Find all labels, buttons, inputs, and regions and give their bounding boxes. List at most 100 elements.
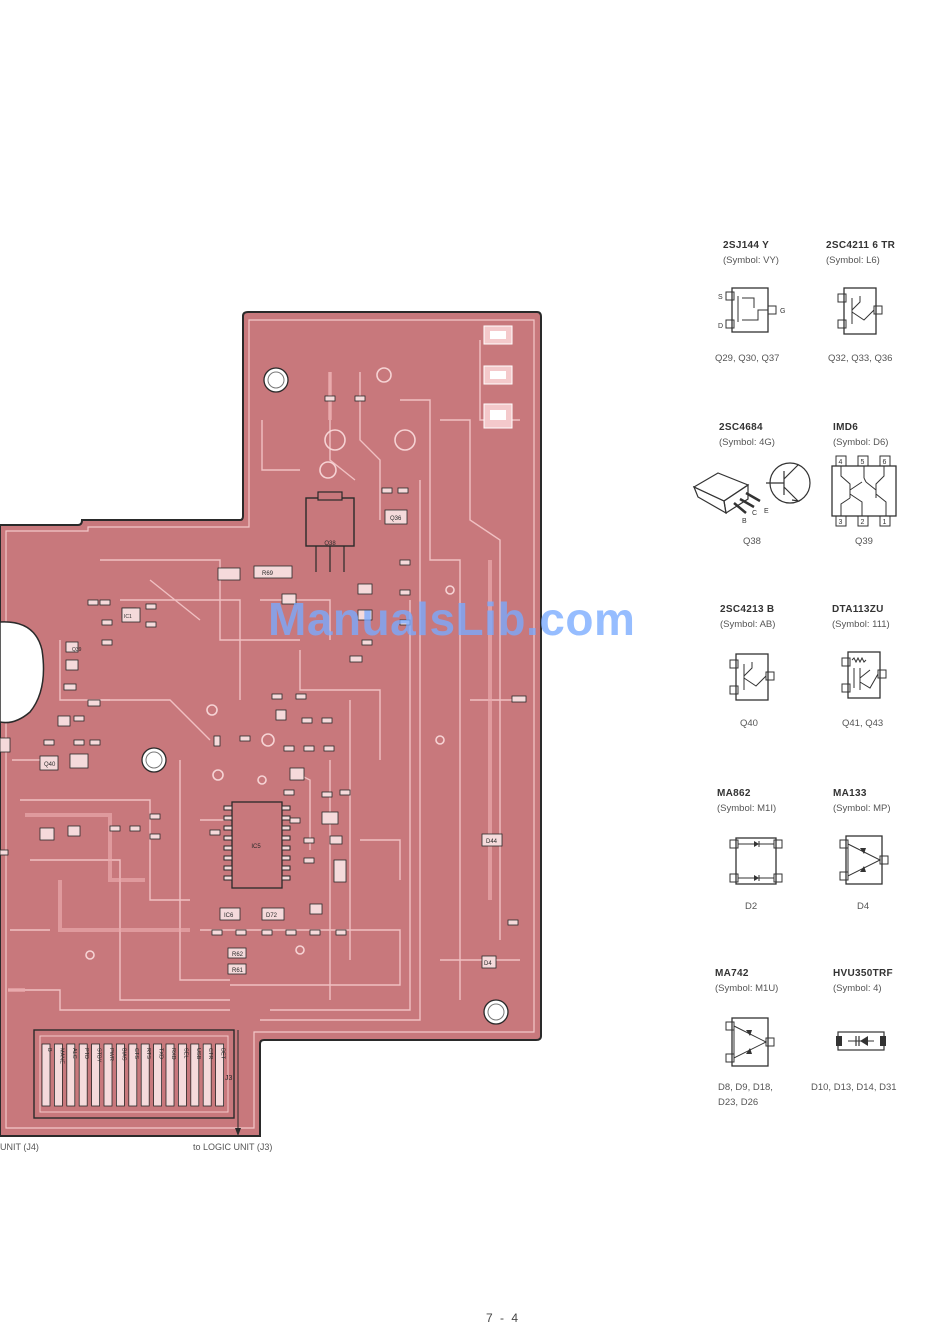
connector-pin-label: CTS	[133, 1048, 139, 1059]
connector-pin	[116, 1043, 125, 1107]
usage-2sc4211: Q32, Q33, Q36	[828, 351, 950, 366]
varactor-package-icon	[836, 1031, 886, 1051]
pin-6: 6	[883, 459, 887, 466]
component-ma133: MA133 (Symbol: MP)	[833, 788, 950, 814]
round-pads	[85, 367, 455, 960]
triangle-diode-package-icon	[725, 1017, 775, 1067]
usage-2sc4684: Q38	[743, 534, 943, 549]
connector-pin-label: STBY	[96, 1048, 102, 1063]
connector-pin	[78, 1043, 88, 1107]
usage-2sj144: Q29, Q30, Q37	[715, 351, 915, 366]
pin-d: D	[718, 323, 723, 330]
label-d44: D44	[486, 839, 498, 845]
label-r69: R69	[262, 571, 274, 577]
connector-pin	[54, 1043, 63, 1107]
pin-2: 2	[861, 519, 865, 526]
smd-parts	[0, 395, 527, 975]
connector-pin-label: BIAS	[120, 1048, 126, 1061]
part-symbol: (Symbol: 4)	[833, 983, 882, 994]
connector-pin-label: PWR	[108, 1048, 114, 1061]
connector-pin-label: MANE	[58, 1048, 64, 1064]
usage-ma862: D2	[745, 899, 945, 914]
connector-pin-label: CTR	[207, 1048, 213, 1059]
label-q36: Q36	[390, 516, 402, 522]
connector-pin	[202, 1043, 212, 1107]
usage-text: Q32, Q33, Q36	[828, 353, 893, 364]
usage-text: Q29, Q30, Q37	[715, 353, 780, 364]
fet-package-icon: S D G	[718, 287, 785, 333]
sot23-package-icon	[837, 287, 883, 335]
connector-pin-label: SEL	[182, 1048, 188, 1058]
label-r62: R62	[232, 952, 244, 958]
connector-pin	[140, 1043, 150, 1107]
pin-c: C	[752, 510, 757, 517]
connector-pin	[190, 1043, 200, 1107]
caption-logic-unit: to LOGIC UNIT (J3)	[193, 1142, 273, 1152]
usage-imd6: Q39	[855, 534, 950, 549]
label-d72: D72	[266, 913, 278, 919]
label-q39: Q39	[72, 647, 82, 653]
pin-s: S	[718, 294, 723, 301]
label-q38: Q38	[324, 541, 336, 547]
usage-text: D8, D9, D18,	[718, 1082, 773, 1093]
pin-4: 4	[839, 459, 843, 466]
ic1-chip: IC1 Q39	[72, 607, 141, 653]
usage-text: D23, D26	[718, 1097, 759, 1108]
label-ic5: IC5	[251, 844, 261, 850]
connector-pin	[215, 1043, 225, 1107]
label-d4: D4	[484, 961, 492, 967]
dual-diode-package-icon	[729, 837, 783, 885]
usage-hvu350trf: D10, D13, D14, D31	[811, 1080, 950, 1095]
connector-pin	[177, 1043, 187, 1107]
component-ma742: MA742 (Symbol: M1U)	[715, 968, 915, 994]
part-symbol: (Symbol: 111)	[832, 619, 890, 630]
component-2sc4211: 2SC4211 6 TR (Symbol: L6)	[826, 240, 950, 266]
usage-text: Q39	[855, 536, 873, 547]
part-symbol: (Symbol: MP)	[833, 803, 891, 814]
label-ic6: IC6	[224, 913, 234, 919]
part-number: MA133	[833, 788, 867, 799]
pin-b: B	[742, 518, 747, 525]
connector-pin-label: DET	[220, 1048, 226, 1060]
usage-text: Q40	[740, 718, 758, 729]
board-cutout	[0, 621, 45, 724]
connector-pin-label: RTS	[145, 1048, 151, 1059]
connector-pin	[153, 1043, 163, 1107]
part-number: MA862	[717, 788, 751, 799]
regulator-package: Q38	[305, 491, 355, 572]
sot23-package-icon	[729, 653, 775, 701]
pin-5: 5	[861, 459, 865, 466]
pin-3: 3	[839, 519, 843, 526]
component-dta113zu: DTA113ZU (Symbol: 111)	[832, 604, 950, 630]
pin-g: G	[780, 308, 785, 315]
part-number: HVU350TRF	[833, 968, 893, 979]
usage-2sc4213: Q40	[740, 716, 940, 731]
component-2sc4213: 2SC4213 B (Symbol: AB)	[720, 604, 920, 630]
connector-pin-label: RXD	[170, 1048, 176, 1060]
part-number: DTA113ZU	[832, 604, 884, 615]
connector-pin	[128, 1043, 138, 1107]
edge-pads	[483, 325, 513, 429]
connector-pin-label: USB	[195, 1048, 201, 1060]
usage-text: D2	[745, 901, 758, 912]
usage-text: D4	[857, 901, 870, 912]
usage-text: Q41, Q43	[842, 718, 884, 729]
imd6-package-icon: 4 5 6 3 2 1	[831, 455, 897, 527]
connector-ref: J3	[225, 1075, 233, 1082]
component-2sj144: 2SJ144 Y (Symbol: VY)	[723, 240, 923, 266]
mounting-holes	[141, 367, 509, 1025]
usage-dta113zu: Q41, Q43	[842, 716, 950, 731]
component-hvu350trf: HVU350TRF (Symbol: 4)	[833, 968, 950, 994]
connector-pin	[41, 1043, 51, 1107]
label-r61: R61	[232, 968, 244, 974]
board-ref-labels: R69 Q36 IC6 D72 R62 R61 Q40 D44 D4	[44, 516, 498, 974]
usage-text: D10, D13, D14, D31	[811, 1082, 897, 1093]
digital-transistor-package-icon	[841, 651, 887, 699]
triangle-diode-package-icon	[839, 835, 889, 885]
board-inner-edge	[5, 319, 535, 1129]
label-ic1: IC1	[124, 614, 132, 620]
part-symbol: (Symbol: M1U)	[715, 983, 779, 994]
pcb-board: Q38	[0, 311, 542, 1137]
part-number: 2SJ144 Y	[723, 240, 770, 251]
